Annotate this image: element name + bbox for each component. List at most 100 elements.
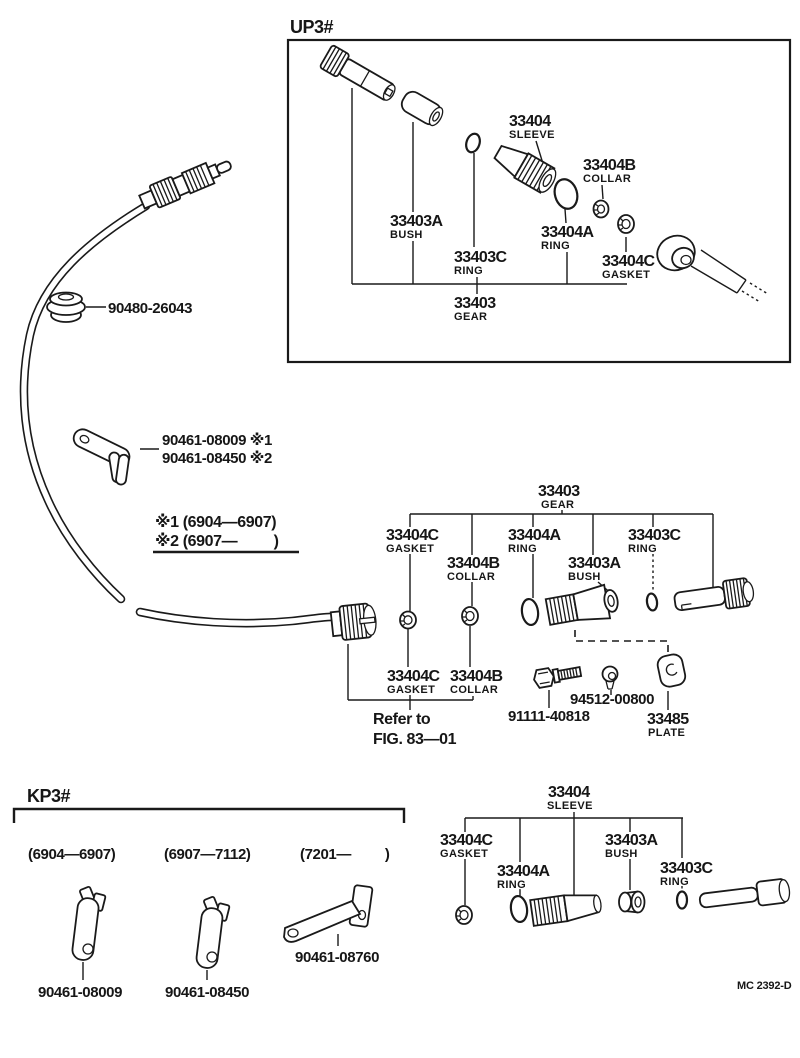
- kp3-part-2: 90461-08450: [165, 984, 249, 1001]
- up3-ring-a-name: RING: [541, 240, 570, 252]
- pin-drawing: [601, 665, 619, 690]
- gear-collar-name: COLLAR: [447, 571, 495, 583]
- grommet-part-number: 90480-26043: [108, 300, 192, 317]
- gear-bush-name: BUSH: [568, 571, 601, 583]
- sleeve-gasket-name: GASKET: [440, 848, 488, 860]
- up3-pinion-drawing: [319, 44, 396, 101]
- gear-collar-lower-name: COLLAR: [450, 684, 498, 696]
- sleeve-drawing: [529, 894, 602, 927]
- bolt-part-number: 91111-40818: [508, 708, 590, 725]
- sleeve-bush-code: 33403A: [605, 832, 658, 849]
- cable-upper-connector: [138, 160, 232, 210]
- sleeve-ring-a-code: 33404A: [497, 863, 550, 880]
- legend-note-1: ※1 (6904—6907): [155, 513, 276, 531]
- plate-name: PLATE: [648, 727, 685, 739]
- gear-ring-c-name: RING: [628, 543, 657, 555]
- sleeve-ring-c-code: 33403C: [660, 860, 713, 877]
- up3-cable-end-drawing: [656, 234, 769, 303]
- gear-name: GEAR: [541, 499, 574, 511]
- kp3-range-2: (6907—7112): [164, 846, 251, 863]
- gear-ring-a-drawing: [520, 597, 540, 627]
- cable-clamp-drawing: [72, 428, 131, 486]
- refer-note-line1: Refer to: [373, 711, 431, 728]
- up3-collar-drawing: [592, 199, 610, 219]
- cable-lower-connector: [329, 602, 377, 641]
- gear-gasket-code: 33404C: [386, 527, 439, 544]
- gear-group-labels: 33403 GEAR 33404C GASKET 33404A RING 334…: [372, 482, 691, 750]
- up3-bush-drawing: [400, 90, 444, 127]
- kp3-range-3: (7201— ): [300, 846, 390, 863]
- speedometer-cable-drawing: 90480-26043 90461-08009 ※1 90461-08450 ※…: [19, 160, 377, 641]
- sleeve-exploded-group: 33404 SLEEVE 33404C GASKET 33404A RING 3…: [439, 783, 791, 927]
- gear-collar-drawing: [461, 606, 479, 626]
- sleeve-group-labels: 33404 SLEEVE 33404C GASKET 33404A RING 3…: [439, 783, 716, 893]
- gear-exploded-group: 33403 GEAR 33404C GASKET 33404A RING 334…: [347, 482, 755, 750]
- sleeve-gasket-code: 33404C: [440, 832, 493, 849]
- gear-bush-code: 33403A: [568, 555, 621, 572]
- up3-ring-c-name: RING: [454, 265, 483, 277]
- kp3-clamp2-drawing: [195, 896, 231, 969]
- up3-sleeve-code: 33404: [509, 113, 551, 130]
- up3-gear-name: GEAR: [454, 311, 487, 323]
- gear-group-leaders: [347, 510, 714, 710]
- kp3-part-1: 90461-08009: [38, 984, 122, 1001]
- clamp-part-number-2: 90461-08450 ※2: [162, 449, 272, 467]
- kp3-title: KP3#: [27, 786, 71, 806]
- gear-ring-c-code: 33403C: [628, 527, 681, 544]
- up3-ring-c-drawing: [465, 132, 481, 154]
- sleeve-ring-c-drawing: [675, 890, 689, 910]
- clamp-part-number-1: 90461-08009 ※1: [162, 431, 272, 449]
- gear-collar-lower-code: 33404B: [450, 668, 502, 685]
- up3-ring-c-code: 33403C: [454, 249, 507, 266]
- up3-assembly-box: UP3#: [286, 16, 792, 364]
- up3-collar-name: COLLAR: [583, 173, 631, 185]
- gear-code: 33403: [538, 483, 580, 500]
- gear-collar-code: 33404B: [447, 555, 499, 572]
- bolt-drawing: [533, 666, 583, 689]
- sleeve-code: 33404: [548, 784, 590, 801]
- gear-gasket-lower-code: 33404C: [387, 668, 440, 685]
- up3-gasket-name: GASKET: [602, 269, 650, 281]
- kp3-clamp3-drawing: [283, 884, 374, 943]
- up3-gasket-drawing: [617, 214, 635, 234]
- up3-leader-lines: [351, 88, 627, 294]
- kp3-bracket: [12, 807, 406, 823]
- kp3-clamp1-drawing: [71, 886, 107, 961]
- gear-gasket-lower-name: GASKET: [387, 684, 435, 696]
- up3-collar-code: 33404B: [583, 157, 635, 174]
- gear-ring-c-drawing: [645, 592, 659, 612]
- kp3-part-3: 90461-08760: [295, 949, 379, 966]
- sleeve-ring-a-name: RING: [497, 879, 526, 891]
- up3-bush-code: 33403A: [390, 213, 443, 230]
- sleeve-group-leaders: [464, 812, 683, 905]
- refer-note-line2: FIG. 83—01: [373, 731, 457, 748]
- sleeve-name: SLEEVE: [547, 800, 593, 812]
- legend-note-2: ※2 (6907— ): [155, 532, 279, 550]
- sleeve-gasket-drawing: [455, 905, 473, 925]
- up3-ring-a-code: 33404A: [541, 224, 594, 241]
- gear-gasket-drawing: [399, 610, 417, 630]
- up3-gear-code: 33403: [454, 295, 496, 312]
- up3-labels: 33404 SLEEVE 33404B COLLAR 33403A BUSH 3…: [389, 112, 658, 325]
- up3-bush-name: BUSH: [390, 229, 423, 241]
- up3-sleeve-name: SLEEVE: [509, 129, 555, 141]
- kp3-section: KP3# (6904—6907) (6907—7112) (7201— ): [12, 785, 406, 1002]
- gear-ring-a-code: 33404A: [508, 527, 561, 544]
- drawing-code: MC 2392-D: [737, 980, 792, 992]
- pin-part-number: 94512-00800: [570, 691, 654, 708]
- sleeve-bush-drawing: [618, 890, 646, 914]
- sleeve-cable-stub-drawing: [698, 878, 791, 909]
- application-legend: ※1 (6904—6907) ※2 (6907— ): [153, 512, 299, 554]
- sleeve-ring-c-name: RING: [660, 876, 689, 888]
- sleeve-bush-name: BUSH: [605, 848, 638, 860]
- grommet-drawing: [46, 291, 86, 323]
- plate-code: 33485: [647, 711, 689, 728]
- up3-sleeve-drawing: [493, 144, 557, 194]
- plate-drawing: [656, 653, 687, 688]
- sleeve-ring-a-drawing: [509, 894, 529, 924]
- gear-ring-a-name: RING: [508, 543, 537, 555]
- up3-gasket-code: 33404C: [602, 253, 655, 270]
- gear-shaft-drawing: [673, 577, 755, 612]
